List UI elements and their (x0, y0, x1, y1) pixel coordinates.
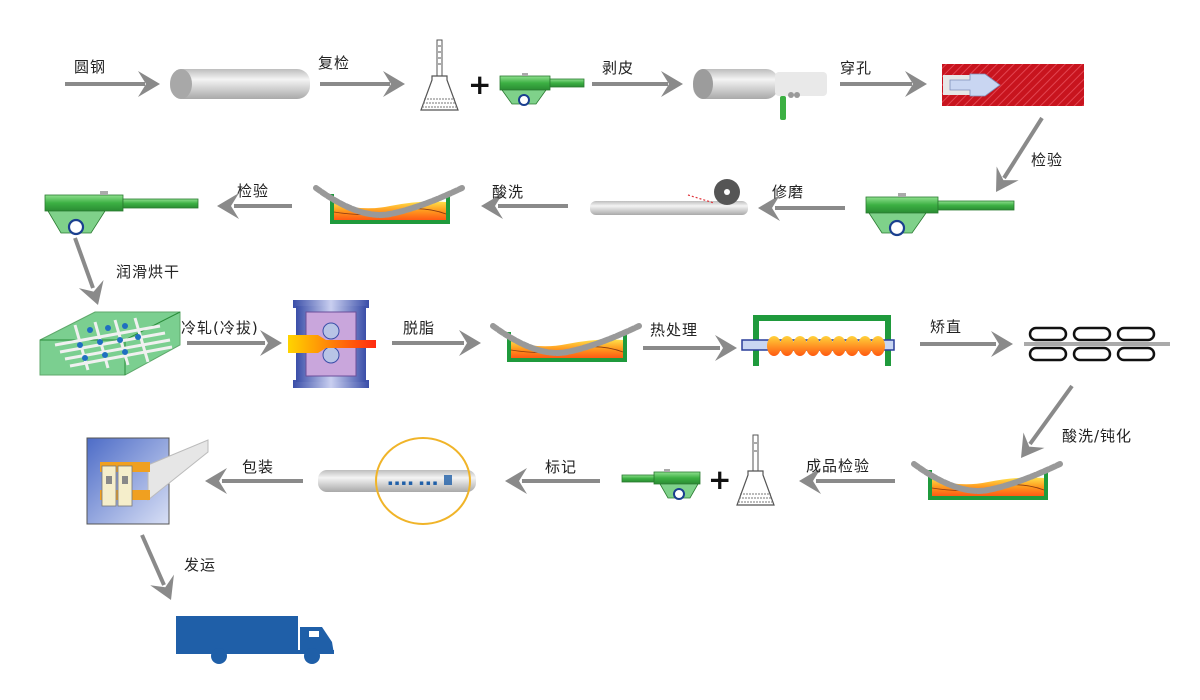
arrow-recheck (320, 71, 405, 97)
arrow-straightening (920, 331, 1013, 357)
arrow-degreasing (392, 330, 481, 356)
marked-tube-icon: ▪▪▪▪ ▪▪▪ (318, 437, 476, 525)
step-label-packaging: 包装 (242, 458, 275, 476)
arrow-round-steel (65, 71, 160, 97)
step-label-peeling: 剥皮 (602, 59, 635, 77)
rolling-mill-icon (288, 300, 376, 388)
arrow-heat-treatment (643, 335, 737, 361)
step-label-marking: 标记 (545, 458, 578, 476)
arrow-inspection-1 (984, 116, 1044, 199)
arrow-lubricate-dry (73, 237, 111, 310)
arrow-pickling-passivation (1010, 384, 1074, 466)
caliper-gauge-icon (621, 469, 701, 500)
arrow-marking (505, 468, 600, 494)
arrow-piercing (840, 71, 927, 97)
step-label-inspection-1: 检验 (1031, 151, 1064, 169)
plus-sign: + (708, 463, 732, 496)
arrow-pickling (481, 193, 568, 219)
arrow-peeling (592, 71, 683, 97)
step-label-lubricate-dry: 润滑烘干 (116, 263, 181, 281)
step-label-final-inspection: 成品检验 (806, 457, 871, 475)
straightening-rollers-icon (1024, 326, 1170, 362)
arrow-inspection-2 (217, 193, 292, 219)
step-label-grinding: 修磨 (772, 183, 805, 201)
svg-text:▪▪▪▪ ▪▪▪: ▪▪▪▪ ▪▪▪ (388, 479, 439, 487)
step-label-heat-treatment: 热处理 (650, 321, 699, 339)
step-label-inspection-2: 检验 (237, 182, 270, 200)
arrow-grinding (758, 195, 845, 221)
arrow-packaging (205, 468, 303, 494)
degreasing-bath-icon (490, 323, 642, 362)
package-bundle-icon (86, 437, 209, 525)
grinding-wheel-icon (590, 179, 748, 215)
round-steel-bar-icon (170, 69, 310, 99)
step-label-piercing: 穿孔 (840, 59, 873, 77)
plus-sign: + (468, 68, 492, 101)
flask-icon (420, 39, 459, 111)
step-label-cold-rolling: 冷轧(冷拔) (181, 319, 259, 337)
caliper-gauge-icon (865, 193, 1015, 237)
peeled-bar-icon (693, 69, 827, 120)
arrow-cold-rolling (187, 330, 282, 356)
step-label-round-steel: 圆钢 (74, 58, 107, 76)
passivation-bath-icon (911, 461, 1063, 500)
step-label-degreasing: 脱脂 (403, 319, 436, 337)
delivery-truck-icon (176, 616, 334, 664)
arrow-shipping (140, 534, 183, 606)
flask-icon (736, 434, 775, 506)
step-label-straightening: 矫直 (930, 318, 963, 336)
caliper-gauge-icon (499, 73, 585, 106)
caliper-gauge-icon (44, 191, 199, 236)
drying-rack-icon (39, 311, 181, 376)
step-label-pickling: 酸洗 (492, 183, 525, 201)
step-label-shipping: 发运 (184, 556, 217, 574)
pickling-bath-icon (313, 185, 465, 224)
arrow-final-inspection (799, 468, 895, 494)
piercing-mill-icon (942, 64, 1084, 106)
step-label-pickling-passivation: 酸洗/钝化 (1062, 427, 1133, 445)
heat-treatment-furnace-icon (741, 315, 895, 366)
step-label-recheck: 复检 (318, 54, 351, 72)
